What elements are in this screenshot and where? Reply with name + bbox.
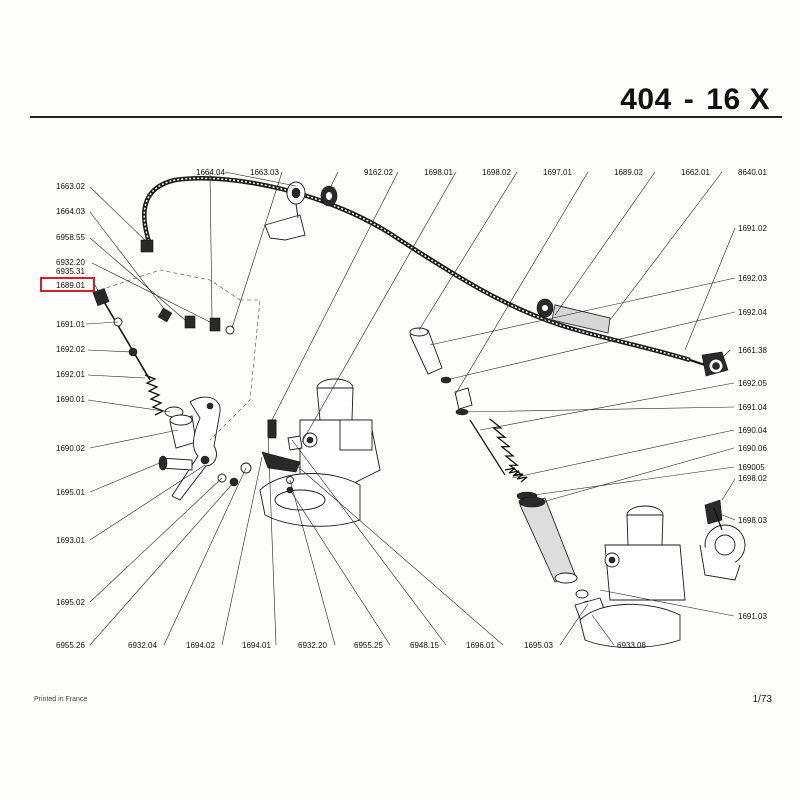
part-label: 6932.04 <box>128 641 157 650</box>
part-label: 1690.06 <box>738 444 767 453</box>
page-number: 1/73 <box>752 694 772 705</box>
left-linkage <box>92 287 252 501</box>
assembly-axis <box>209 299 261 441</box>
part-label: 1692.05 <box>738 379 767 388</box>
part-label: 1664.04 <box>196 168 225 177</box>
model-number: 404 <box>620 83 672 116</box>
part-label: 1691.01 <box>56 320 85 329</box>
part-label: 1691.02 <box>738 224 767 233</box>
part-label: 1694.02 <box>186 641 215 650</box>
part-labels: 1663.02 1664.03 6958.55 6932.20 6935.31 … <box>56 168 767 650</box>
part-label: 1698.02 <box>738 474 767 483</box>
grommet <box>320 185 338 207</box>
part-label: 6955.26 <box>56 641 85 650</box>
part-label: 1690.02 <box>56 444 85 453</box>
part-label: 1692.01 <box>56 370 85 379</box>
part-label: 1695.03 <box>524 641 553 650</box>
part-label: 1695.01 <box>56 488 85 497</box>
part-label: 1692.04 <box>738 308 767 317</box>
part-label: 1692.02 <box>56 345 85 354</box>
part-label: 6933.08 <box>617 641 646 650</box>
part-label: 1691.03 <box>738 612 767 621</box>
model-variant: 16 X <box>706 83 770 116</box>
part-label: 6955.25 <box>354 641 383 650</box>
assembly-axis <box>99 269 241 301</box>
cable-bracket <box>264 181 306 241</box>
part-label: 1689.02 <box>614 168 643 177</box>
part-label: 169005 <box>738 463 765 472</box>
part-label: 1696.01 <box>466 641 495 650</box>
part-label: 1698.01 <box>424 168 453 177</box>
part-label: 1698.03 <box>738 516 767 525</box>
part-label: 6932.20 <box>298 641 327 650</box>
part-label: 1693.01 <box>56 536 85 545</box>
part-label: 1690.04 <box>738 426 767 435</box>
throttle-body <box>699 499 746 581</box>
left-carburettor <box>259 378 381 527</box>
throttle-cable <box>140 176 729 377</box>
part-label: 1661.38 <box>738 346 767 355</box>
part-label: 6958.55 <box>56 233 85 242</box>
part-label: 1692.03 <box>738 274 767 283</box>
title-separator: - <box>683 83 695 116</box>
printed-in-note: Printed in France <box>34 696 88 703</box>
part-label: 1664.03 <box>56 207 85 216</box>
part-label: 1663.02 <box>56 182 85 191</box>
cable-sleeve <box>536 298 611 334</box>
part-label: 1662.01 <box>681 168 710 177</box>
header-rule <box>30 116 782 118</box>
part-label: 1697.01 <box>543 168 572 177</box>
part-label: 9162.02 <box>364 168 393 177</box>
right-linkage <box>409 327 611 633</box>
part-label: 1663.03 <box>250 168 279 177</box>
part-label: 1695.02 <box>56 598 85 607</box>
part-label: 1694.01 <box>242 641 271 650</box>
part-label: 1698.02 <box>482 168 511 177</box>
leader-lines <box>85 171 736 646</box>
part-label-highlighted: 1689.01 <box>56 281 85 290</box>
cable-end-fitting <box>140 239 154 253</box>
page-title: 404-16 X <box>620 83 770 117</box>
part-label: 6935.31 <box>56 267 85 276</box>
part-label: 1691.04 <box>738 403 767 412</box>
right-carburettor <box>579 505 686 648</box>
part-label: 8640.01 <box>738 168 767 177</box>
part-highlight-box <box>40 277 95 292</box>
part-label: 1690.01 <box>56 395 85 404</box>
part-label: 6948.15 <box>410 641 439 650</box>
bellcrank-lever <box>171 396 221 501</box>
part-label: 6932.20 <box>56 258 85 267</box>
